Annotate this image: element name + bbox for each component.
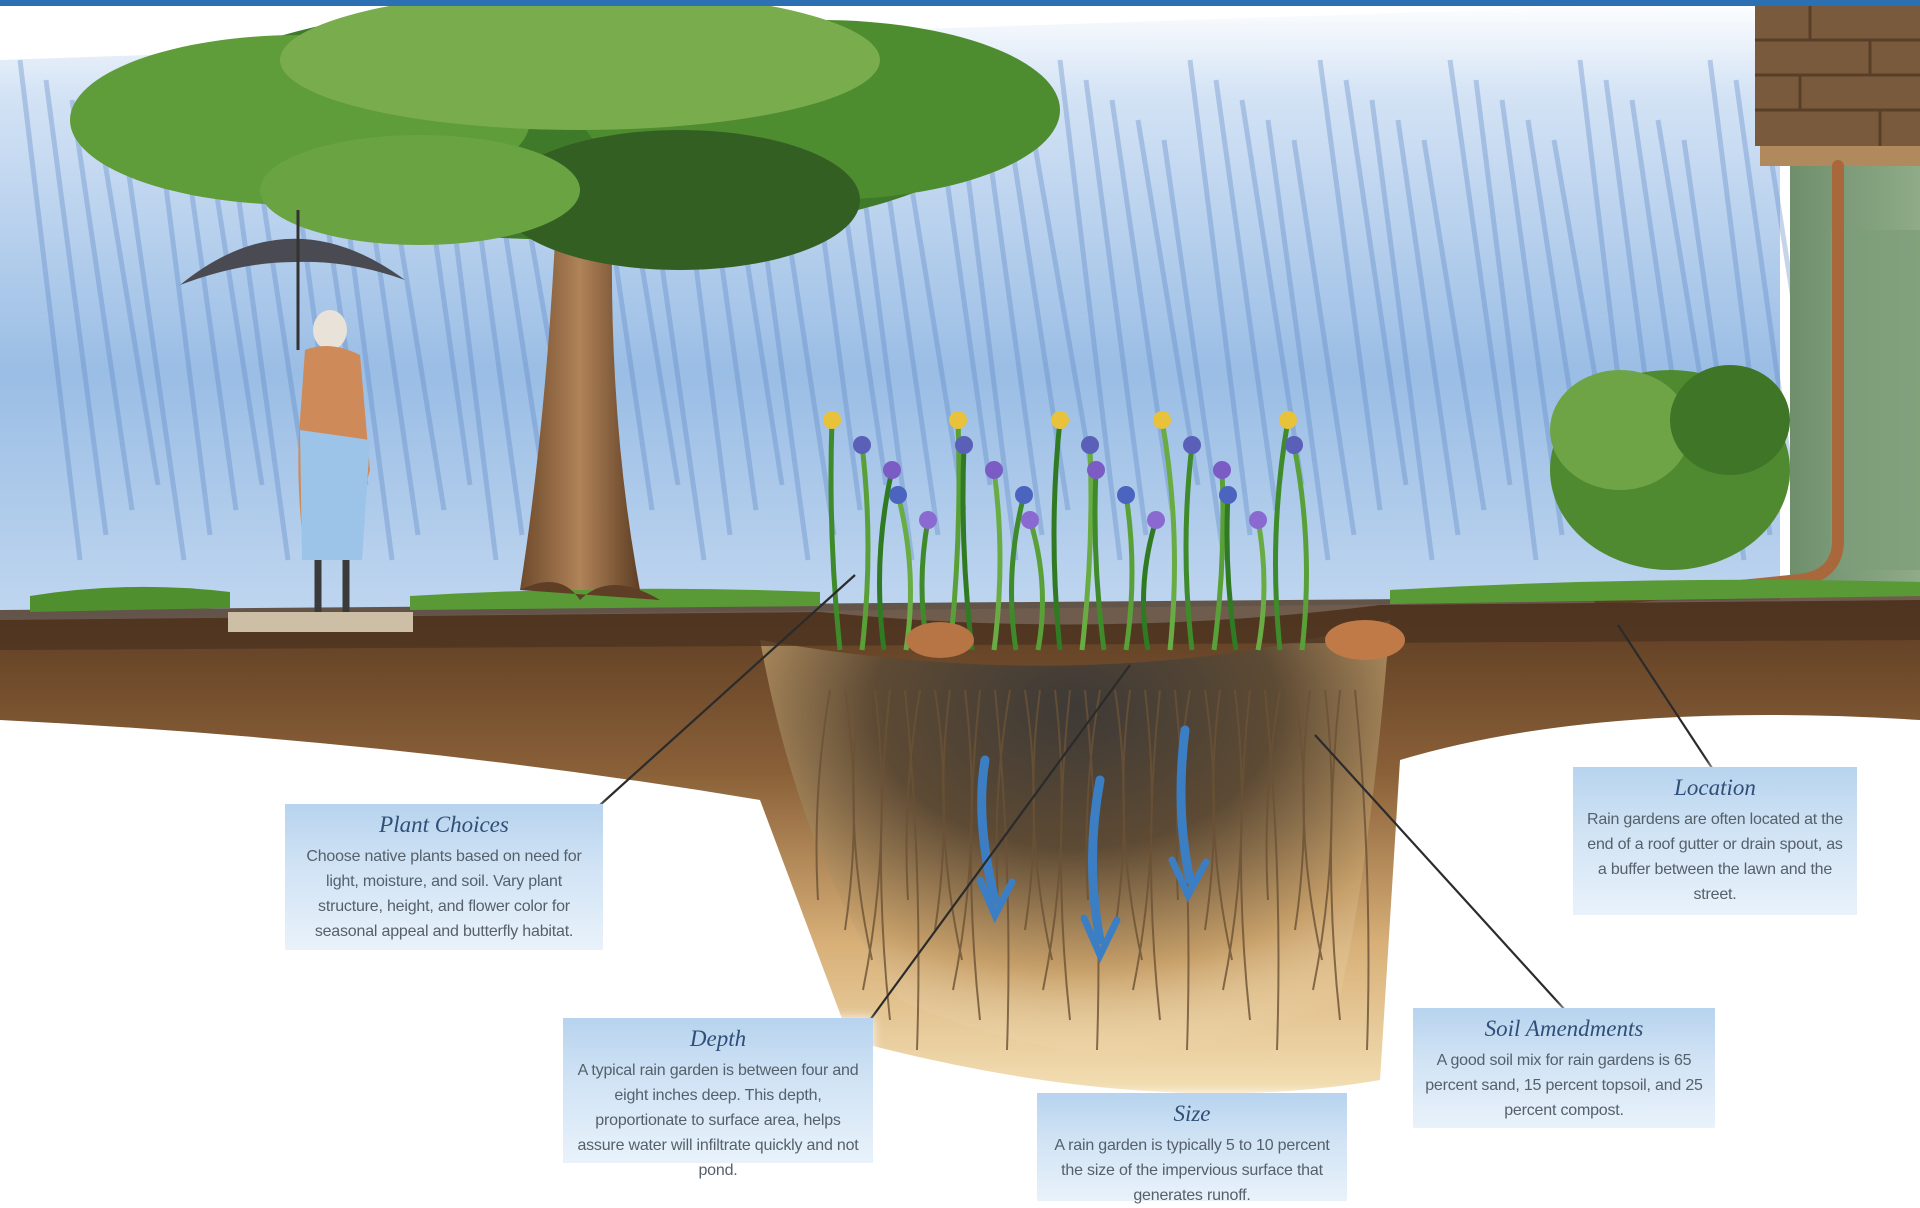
callout-size: Size A rain garden is typically 5 to 10 … [1037, 1093, 1347, 1201]
flower [919, 511, 937, 529]
callout-title: Size [1049, 1101, 1335, 1127]
callout-body: A typical rain garden is between four an… [575, 1058, 861, 1183]
flower [1147, 511, 1165, 529]
flower [1279, 411, 1297, 429]
flower [1081, 436, 1099, 454]
flower [949, 411, 967, 429]
callout-body: A good soil mix for rain gardens is 65 p… [1425, 1048, 1703, 1123]
flower [1087, 461, 1105, 479]
flower [1021, 511, 1039, 529]
callout-body: A rain garden is typically 5 to 10 perce… [1049, 1133, 1335, 1208]
flower [1219, 486, 1237, 504]
callout-body: Choose native plants based on need for l… [297, 844, 591, 944]
callout-title: Location [1585, 775, 1845, 801]
flower [1117, 486, 1135, 504]
top-frame-bar [0, 0, 1920, 6]
flower [1285, 436, 1303, 454]
flower [955, 436, 973, 454]
flower [1213, 461, 1231, 479]
flower [883, 461, 901, 479]
person-head [313, 310, 347, 350]
flower [853, 436, 871, 454]
rock [906, 622, 974, 658]
flower [1183, 436, 1201, 454]
callout-soil-amendments: Soil Amendments A good soil mix for rain… [1413, 1008, 1715, 1128]
sidewalk [228, 612, 413, 632]
callout-title: Depth [575, 1026, 861, 1052]
callout-title: Soil Amendments [1425, 1016, 1703, 1042]
flower [1051, 411, 1069, 429]
callout-title: Plant Choices [297, 812, 591, 838]
flower [889, 486, 907, 504]
callout-depth: Depth A typical rain garden is between f… [563, 1018, 873, 1163]
rock [1325, 620, 1405, 660]
shrub [1550, 365, 1790, 570]
callout-body: Rain gardens are often located at the en… [1585, 807, 1845, 907]
callout-plant-choices: Plant Choices Choose native plants based… [285, 804, 603, 950]
flower [823, 411, 841, 429]
flower [1153, 411, 1171, 429]
flower [985, 461, 1003, 479]
flower [1015, 486, 1033, 504]
callout-location: Location Rain gardens are often located … [1573, 767, 1857, 915]
flower [1249, 511, 1267, 529]
